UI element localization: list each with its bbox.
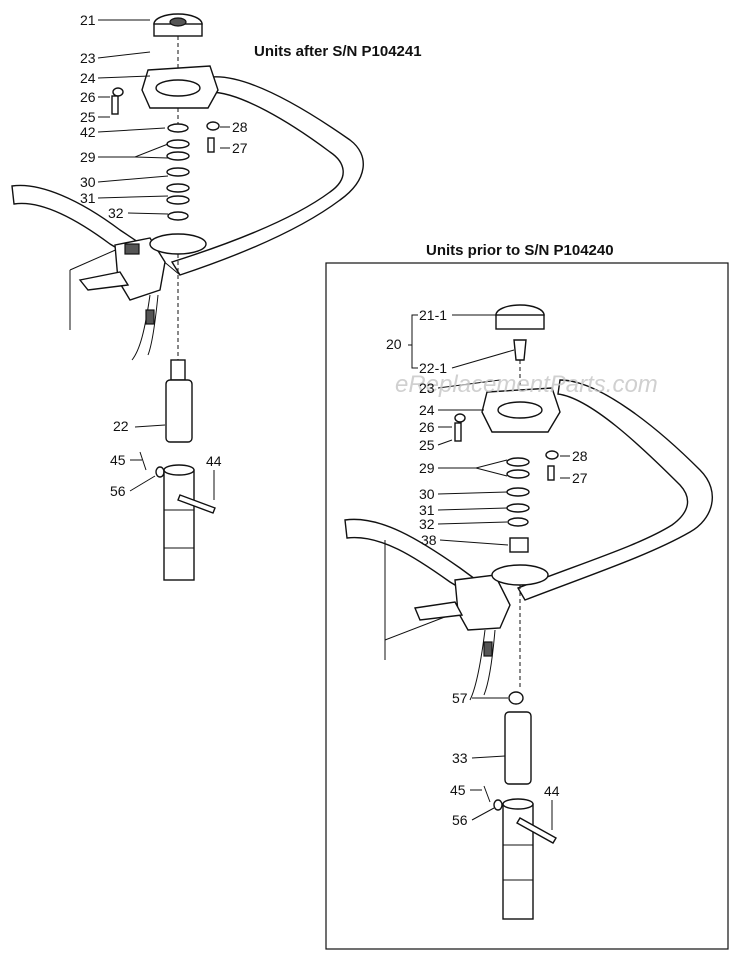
callout: 31: [80, 190, 96, 206]
callout: 38: [421, 532, 437, 548]
callout: 20: [386, 336, 402, 352]
prior-units-frame: [325, 262, 729, 950]
callout: 45: [110, 452, 126, 468]
handlebar-prior: [344, 379, 714, 701]
callout: 21-1: [419, 307, 447, 323]
callout: 31: [419, 502, 435, 518]
spindle-stack-after: [111, 13, 220, 581]
callout: 45: [450, 782, 466, 798]
callout: 28: [572, 448, 588, 464]
callout: 30: [80, 174, 96, 190]
callout: 21: [80, 12, 96, 28]
callout: 24: [419, 402, 435, 418]
header-prior: Units prior to S/N P104240: [426, 242, 614, 259]
callout: 56: [110, 483, 126, 499]
handlebar-after: [11, 76, 364, 361]
callout: 26: [419, 419, 435, 435]
callout: 29: [80, 149, 96, 165]
callouts-prior: 21-1 20 22-1 23 24 26 25 28 29 27 30 31 …: [386, 307, 588, 828]
header-after: Units after S/N P104241: [254, 43, 422, 60]
callout: 56: [452, 812, 468, 828]
callouts-after: 21 23 24 26 25 42 28 27 29 30 31 32 22 4…: [80, 12, 248, 499]
callout: 33: [452, 750, 468, 766]
leaders-after: [97, 19, 230, 500]
callout: 23: [80, 50, 96, 66]
callout: 27: [572, 470, 588, 486]
callout: 26: [80, 89, 96, 105]
callout: 57: [452, 690, 468, 706]
assembly-prior: [344, 304, 714, 920]
callout: 42: [80, 124, 96, 140]
callout: 23: [419, 380, 435, 396]
callout: 22-1: [419, 360, 447, 376]
callout: 32: [419, 516, 435, 532]
callout: 25: [80, 109, 96, 125]
spindle-stack-prior: [454, 304, 561, 920]
callout: 24: [80, 70, 96, 86]
callout: 25: [419, 437, 435, 453]
callout: 28: [232, 119, 248, 135]
assembly-after: [11, 13, 364, 581]
callout: 44: [544, 783, 560, 799]
callout: 32: [108, 205, 124, 221]
callout: 44: [206, 453, 222, 469]
watermark: eReplacementParts.com: [395, 371, 658, 398]
callout: 30: [419, 486, 435, 502]
callout: 27: [232, 140, 248, 156]
callout: 29: [419, 460, 435, 476]
leaders-prior: [408, 314, 570, 830]
callout: 22: [113, 418, 129, 434]
